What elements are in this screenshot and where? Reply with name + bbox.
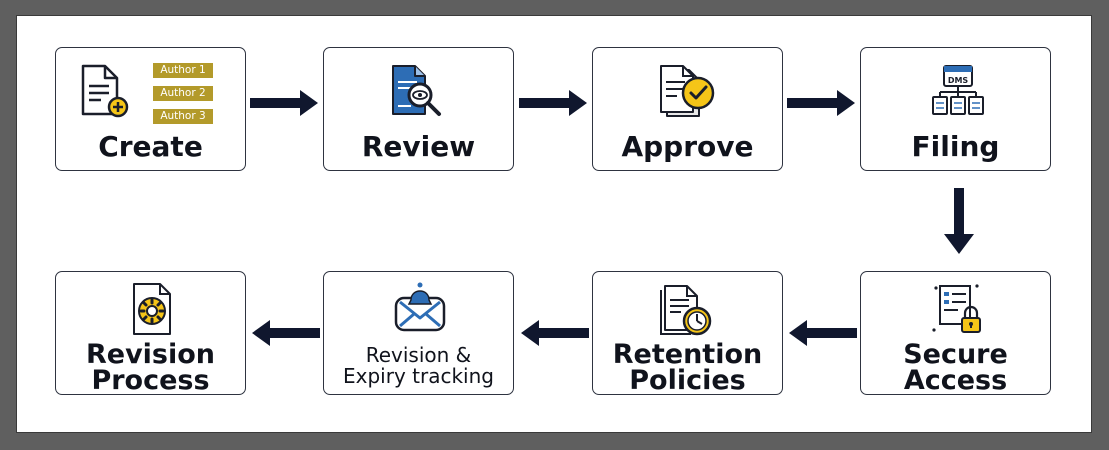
- author-tag: Author 3: [153, 109, 213, 124]
- dms-folder-tree-icon: DMS: [932, 65, 984, 115]
- step-label: Retention Policies: [612, 339, 763, 396]
- document-check-icon: [660, 65, 715, 117]
- step-label: Secure Access: [903, 339, 1008, 396]
- author-tags: Author 1 Author 2 Author 3: [153, 63, 213, 132]
- arrow-right-icon: [787, 90, 855, 116]
- step-approve: Approve: [592, 47, 783, 171]
- arrow-right-icon: [519, 90, 587, 116]
- svg-text:DMS: DMS: [948, 76, 969, 85]
- document-clock-icon: [660, 285, 712, 336]
- arrow-left-icon: [252, 320, 320, 346]
- document-gear-icon: [133, 283, 171, 335]
- arrow-right-icon: [250, 90, 318, 116]
- step-label: Revision Process: [85, 339, 216, 396]
- document-lock-icon: [932, 284, 981, 333]
- arrow-left-icon: [789, 320, 857, 346]
- step-label: Review: [361, 130, 476, 163]
- step-revision-expiry-tracking: Revision & Expiry tracking: [323, 271, 514, 395]
- step-filing: DMS Filing: [860, 47, 1051, 171]
- author-tag: Author 1: [153, 63, 213, 78]
- step-secure-access: Secure Access: [860, 271, 1051, 395]
- step-label: Revision & Expiry tracking: [343, 343, 494, 388]
- workflow-diagram: Author 1 Author 2 Author 3 Create Review: [16, 15, 1092, 433]
- step-label: Filing: [911, 130, 1000, 163]
- mail-bell-icon: [394, 282, 446, 332]
- document-search-icon: [392, 65, 441, 116]
- step-retention-policies: Retention Policies: [592, 271, 783, 395]
- arrow-down-icon: [944, 188, 974, 254]
- document-add-icon: [81, 64, 129, 118]
- step-revision-process: Revision Process: [55, 271, 246, 395]
- step-create: Author 1 Author 2 Author 3 Create: [55, 47, 246, 171]
- step-label: Create: [98, 130, 203, 163]
- arrow-left-icon: [521, 320, 589, 346]
- author-tag: Author 2: [153, 86, 213, 101]
- step-review: Review: [323, 47, 514, 171]
- step-label: Approve: [621, 130, 754, 163]
